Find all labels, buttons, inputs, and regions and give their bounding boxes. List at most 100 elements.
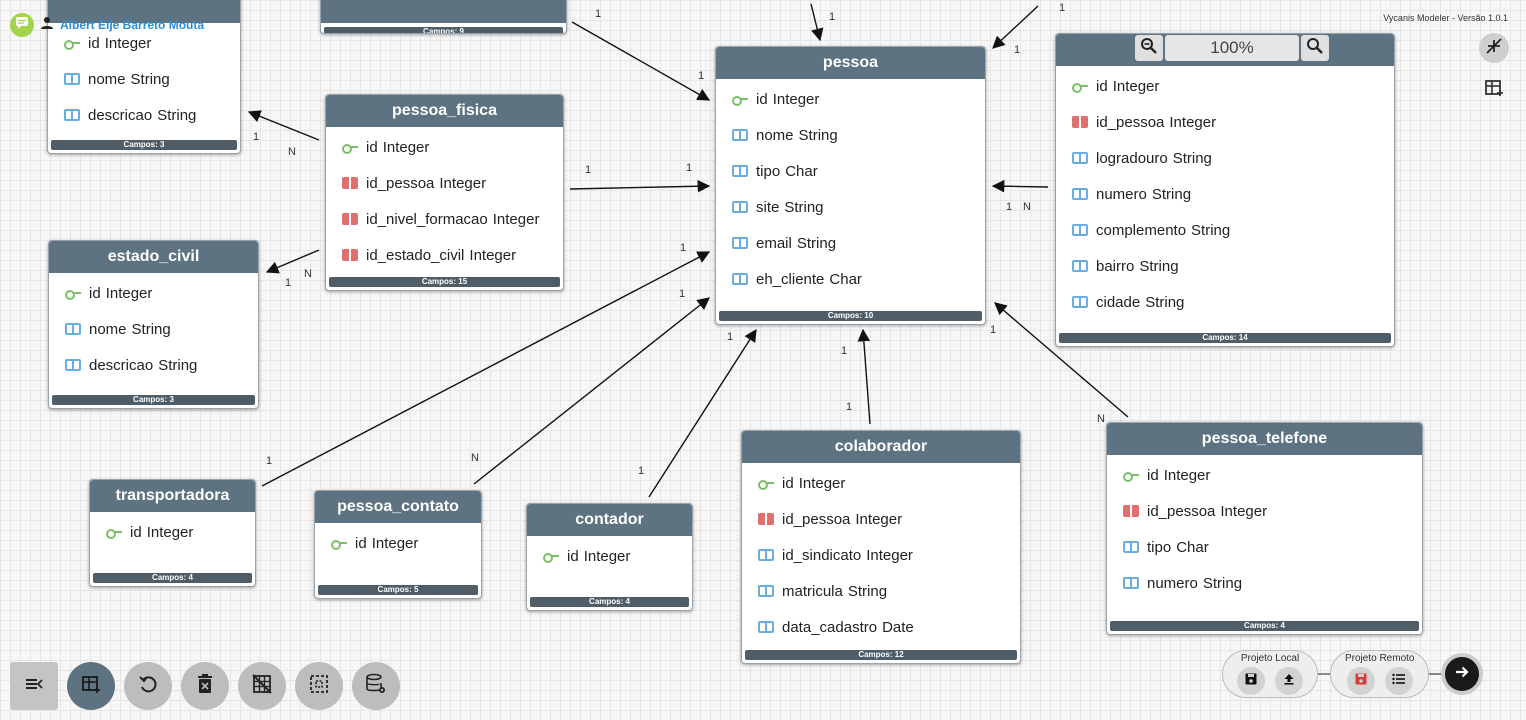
delete-button[interactable] xyxy=(181,662,229,710)
database-settings-button[interactable] xyxy=(352,662,400,710)
table-header[interactable]: pessoa xyxy=(716,47,985,79)
select-area-button[interactable] xyxy=(295,662,343,710)
user-badge: Albert Eije Barreto Mouta xyxy=(10,13,204,37)
relationship-line[interactable] xyxy=(265,249,320,274)
relationship-line[interactable] xyxy=(992,5,1039,49)
relationship-line[interactable] xyxy=(571,21,711,101)
add-table-button[interactable] xyxy=(67,662,115,710)
zoom-out-button[interactable] xyxy=(1135,35,1163,61)
relationship-line[interactable] xyxy=(247,110,320,141)
field-name: nome xyxy=(88,70,126,88)
relationship-label: N xyxy=(1023,201,1031,213)
zoom-in-button[interactable] xyxy=(1301,35,1329,61)
table-header[interactable]: transportadora xyxy=(90,480,255,512)
table-header[interactable]: estado_civil xyxy=(49,241,258,273)
local-save-button[interactable] xyxy=(1237,667,1265,695)
field-type: String xyxy=(1172,149,1212,167)
remote-save-button[interactable] xyxy=(1346,667,1375,695)
collapse-menu-button[interactable] xyxy=(10,662,58,710)
relationship-line[interactable] xyxy=(648,328,757,498)
undo-button[interactable] xyxy=(124,662,172,710)
relationship-line[interactable] xyxy=(473,297,710,485)
column-icon xyxy=(64,73,80,85)
relationship-label: 1 xyxy=(841,345,847,357)
table-header[interactable]: pessoa_fisica xyxy=(326,95,563,127)
clear-grid-button[interactable] xyxy=(238,662,286,710)
remote-list-button[interactable] xyxy=(1384,667,1413,695)
field-type: String xyxy=(784,198,824,216)
table-header[interactable] xyxy=(48,0,240,23)
column-icon xyxy=(1123,577,1139,589)
relationship-label: 1 xyxy=(680,242,686,254)
relationship-line[interactable] xyxy=(991,179,1049,193)
field-name: numero xyxy=(1147,574,1198,592)
next-button[interactable] xyxy=(1441,653,1484,695)
table-card-pessoa-endereco[interactable]: peidIntegerid_pessoaIntegerlogradouroStr… xyxy=(1055,33,1395,347)
field-type: Integer xyxy=(105,284,153,302)
table-header[interactable]: colaborador xyxy=(742,431,1020,463)
fit-to-screen-button[interactable] xyxy=(1479,33,1509,63)
chat-button[interactable] xyxy=(10,13,34,37)
field-count: Campos: 4 xyxy=(93,573,252,583)
table-header[interactable] xyxy=(321,0,566,23)
table-header[interactable]: pessoa_contato xyxy=(315,491,481,523)
table-layout-button[interactable] xyxy=(1479,75,1509,105)
field-type: Integer xyxy=(798,474,846,492)
table-card-top-middle[interactable]: Campos: 9 xyxy=(320,0,567,34)
table-header[interactable]: pessoa_telefone xyxy=(1107,423,1422,455)
field-name: id_pessoa xyxy=(1096,113,1165,131)
table-header[interactable]: contador xyxy=(527,504,692,536)
relationship-line[interactable] xyxy=(857,328,871,425)
relationship-line[interactable] xyxy=(810,3,824,42)
primary-key-icon xyxy=(106,526,122,539)
relationship-line[interactable] xyxy=(569,179,711,193)
local-upload-button[interactable] xyxy=(1275,667,1303,695)
field-name: tipo xyxy=(756,162,781,180)
